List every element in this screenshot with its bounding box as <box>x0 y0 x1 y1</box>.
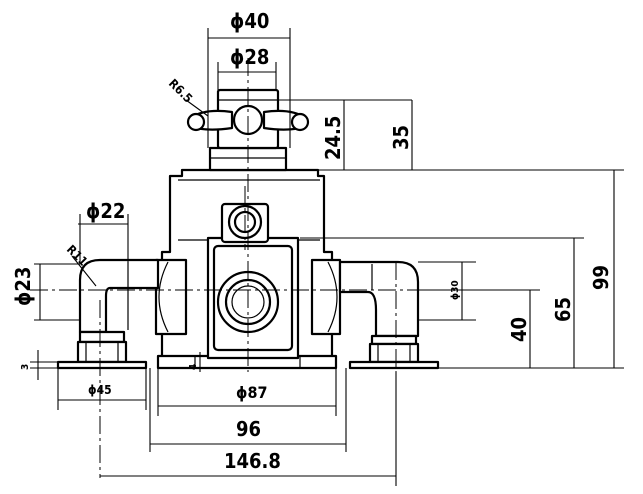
dimension-lines <box>30 28 624 486</box>
dim-height-24-5: 24.5 <box>321 116 345 160</box>
dim-diameter-28: ϕ28 <box>230 45 269 69</box>
dim-radius-6-5: R6.5 <box>166 76 195 105</box>
dim-diameter-87: ϕ87 <box>236 383 268 402</box>
dim-height-99: 99 <box>589 265 613 290</box>
dim-diameter-22: ϕ22 <box>86 199 125 223</box>
dim-diameter-45: ϕ45 <box>88 383 112 397</box>
dim-diameter-40: ϕ40 <box>230 9 269 33</box>
left-elbow <box>56 258 160 370</box>
dim-width-146-8: 146.8 <box>224 449 281 473</box>
dim-width-96: 96 <box>236 417 261 441</box>
dim-diameter-23: ϕ23 <box>11 267 35 306</box>
dim-diameter-30: ϕ30 <box>450 280 461 300</box>
dim-height-4: 4 <box>188 364 199 370</box>
center-lines <box>30 58 470 478</box>
dim-height-3: 3 <box>20 364 31 370</box>
right-elbow <box>338 260 440 370</box>
dim-height-40: 40 <box>507 317 531 342</box>
dim-height-65: 65 <box>551 297 575 322</box>
dim-height-35: 35 <box>389 125 413 150</box>
